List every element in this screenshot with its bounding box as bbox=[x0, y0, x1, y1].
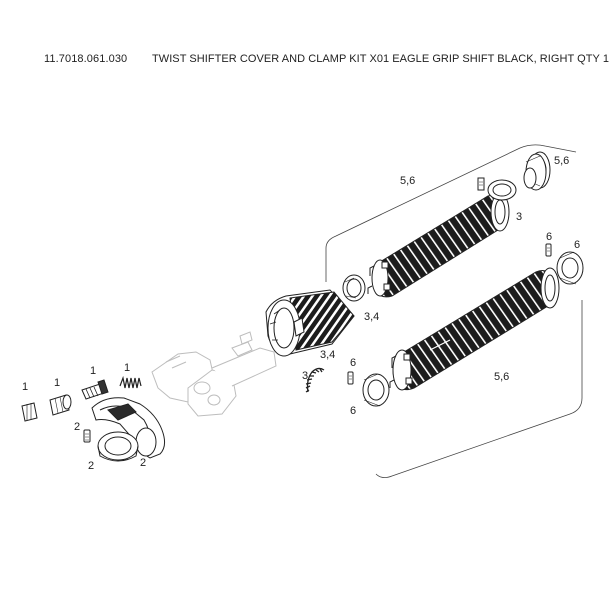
callout-1: 1 bbox=[90, 365, 96, 377]
callout-6: 6 bbox=[350, 405, 356, 417]
part-3-4-housing-cone bbox=[265, 289, 355, 357]
shifter-housing-ghost bbox=[151, 331, 277, 417]
part-1-spring bbox=[119, 375, 142, 389]
part-6-clamp-ring-left bbox=[362, 373, 390, 407]
part-number: 11.7018.061.030 bbox=[44, 53, 128, 65]
callout-1: 1 bbox=[124, 362, 130, 374]
callout-6: 6 bbox=[546, 231, 552, 243]
callout-3-4: 3,4 bbox=[320, 349, 335, 361]
callout-3: 3 bbox=[302, 370, 308, 382]
part-6-bolt-right bbox=[545, 243, 552, 257]
callout-5-6: 5,6 bbox=[494, 371, 509, 383]
part-title: TWIST SHIFTER COVER AND CLAMP KIT X01 EA… bbox=[152, 53, 609, 65]
part-2-shifter-cover bbox=[91, 397, 166, 459]
part-3-clip bbox=[305, 367, 325, 393]
callout-3-4: 3,4 bbox=[364, 311, 379, 323]
callout-2: 2 bbox=[140, 457, 146, 469]
part-5-6-lower-grip bbox=[389, 267, 560, 391]
part-6-clamp-ring-right bbox=[556, 251, 584, 285]
callout-5-6: 5,6 bbox=[400, 175, 415, 187]
callout-3: 3 bbox=[516, 211, 522, 223]
callout-2: 2 bbox=[88, 460, 94, 472]
header: 11.7018.061.030 TWIST SHIFTER COVER AND … bbox=[0, 0, 609, 90]
callout-2: 2 bbox=[74, 421, 80, 433]
part-2-clamp-bolt bbox=[83, 429, 91, 443]
part-1-end-cap bbox=[21, 402, 38, 422]
callout-labels: 1 1 1 1 2 2 2 3 3,4 3,4 5,6 5,6 3 6 6 6 … bbox=[22, 155, 580, 472]
callout-5-6: 5,6 bbox=[554, 155, 569, 167]
assembly-brackets bbox=[325, 144, 583, 478]
callout-1: 1 bbox=[54, 377, 60, 389]
part-5-6-upper-grip bbox=[367, 177, 510, 298]
part-6-bolt-left bbox=[347, 371, 354, 385]
part-5-6-end-plug bbox=[523, 151, 551, 191]
callout-6: 6 bbox=[574, 239, 580, 251]
callout-1: 1 bbox=[22, 381, 28, 393]
part-3-upper-clamp bbox=[487, 179, 517, 201]
part-1-ferrule bbox=[81, 379, 109, 400]
part-3-4-ring bbox=[342, 274, 366, 302]
part-1-barrel-adjuster bbox=[49, 394, 72, 416]
callout-6: 6 bbox=[350, 357, 356, 369]
part-2-clamp-ring bbox=[97, 431, 139, 462]
